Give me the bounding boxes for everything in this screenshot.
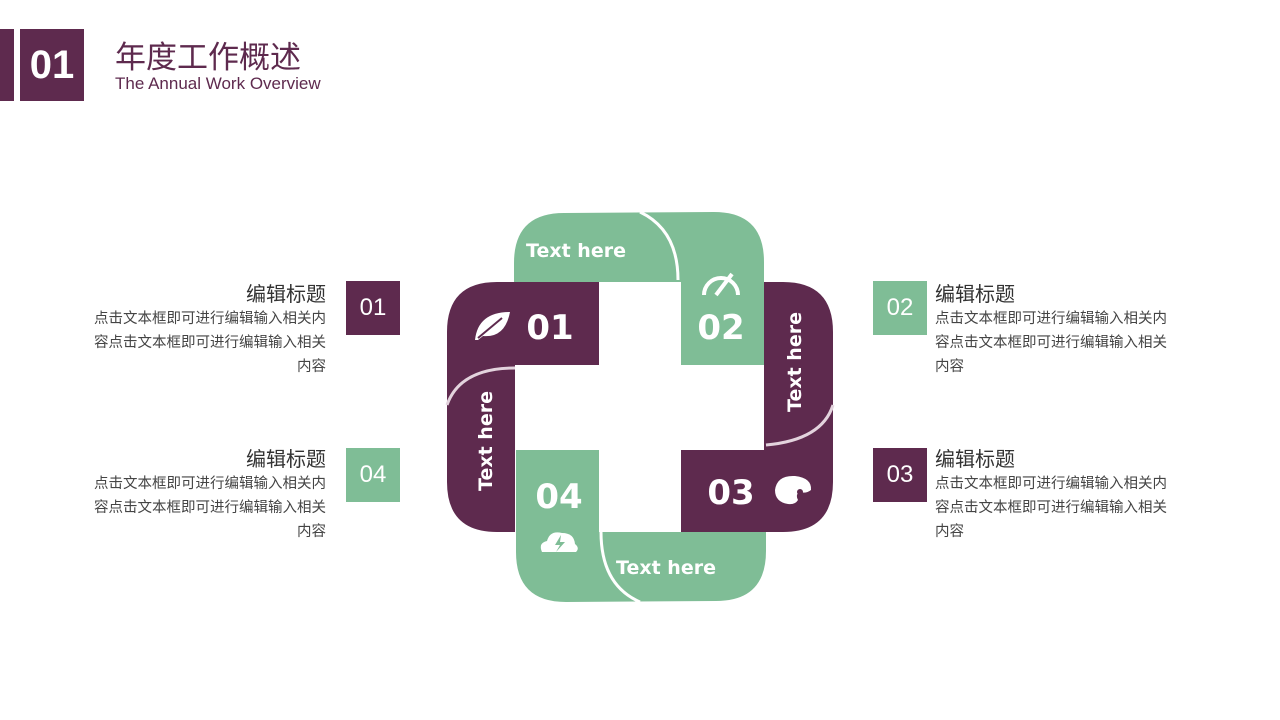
item-number-01: 01 — [346, 281, 400, 335]
page-subtitle: The Annual Work Overview — [115, 74, 321, 93]
item-title[interactable]: 编辑标题 — [935, 282, 1015, 306]
cloud-lightning-icon — [540, 532, 578, 552]
item-number-03: 03 — [873, 448, 927, 502]
item-title[interactable]: 编辑标题 — [246, 282, 326, 306]
segment-03[interactable] — [681, 282, 835, 532]
leaf-icon — [475, 312, 510, 340]
item-04: 编辑标题 点击文本框即可进行编辑输入相关内容点击文本框即可进行编辑输入相关内容 — [86, 446, 326, 544]
item-01: 编辑标题 点击文本框即可进行编辑输入相关内容点击文本框即可进行编辑输入相关内容 — [86, 281, 326, 379]
segment-01-label: Text here — [475, 391, 497, 491]
item-body[interactable]: 点击文本框即可进行编辑输入相关内容点击文本框即可进行编辑输入相关内容 — [94, 476, 326, 540]
segment-01-number: 01 — [526, 308, 573, 348]
item-number-04: 04 — [346, 448, 400, 502]
segment-04-number: 04 — [535, 477, 582, 517]
item-03: 编辑标题 点击文本框即可进行编辑输入相关内容点击文本框即可进行编辑输入相关内容 — [935, 446, 1175, 544]
item-title[interactable]: 编辑标题 — [935, 447, 1015, 471]
segment-02[interactable] — [514, 210, 764, 365]
page-title: 年度工作概述 — [115, 40, 301, 76]
item-number-02: 02 — [873, 281, 927, 335]
segment-04-label: Text here — [616, 557, 716, 579]
segment-02-number: 02 — [697, 308, 744, 348]
segment-04[interactable] — [516, 450, 766, 604]
segment-02-label: Text here — [526, 240, 626, 262]
accent-bar — [0, 29, 14, 101]
item-02: 编辑标题 点击文本框即可进行编辑输入相关内容点击文本框即可进行编辑输入相关内容 — [935, 281, 1175, 379]
palette-icon — [775, 475, 812, 505]
item-body[interactable]: 点击文本框即可进行编辑输入相关内容点击文本框即可进行编辑输入相关内容 — [94, 311, 326, 375]
segment-01[interactable] — [445, 282, 599, 532]
gauge-icon — [702, 272, 740, 297]
item-title[interactable]: 编辑标题 — [246, 447, 326, 471]
segment-03-label: Text here — [784, 312, 806, 412]
segment-03-number: 03 — [707, 473, 754, 513]
item-body[interactable]: 点击文本框即可进行编辑输入相关内容点击文本框即可进行编辑输入相关内容 — [935, 311, 1167, 375]
section-number: 01 — [20, 29, 84, 101]
item-body[interactable]: 点击文本框即可进行编辑输入相关内容点击文本框即可进行编辑输入相关内容 — [935, 476, 1167, 540]
